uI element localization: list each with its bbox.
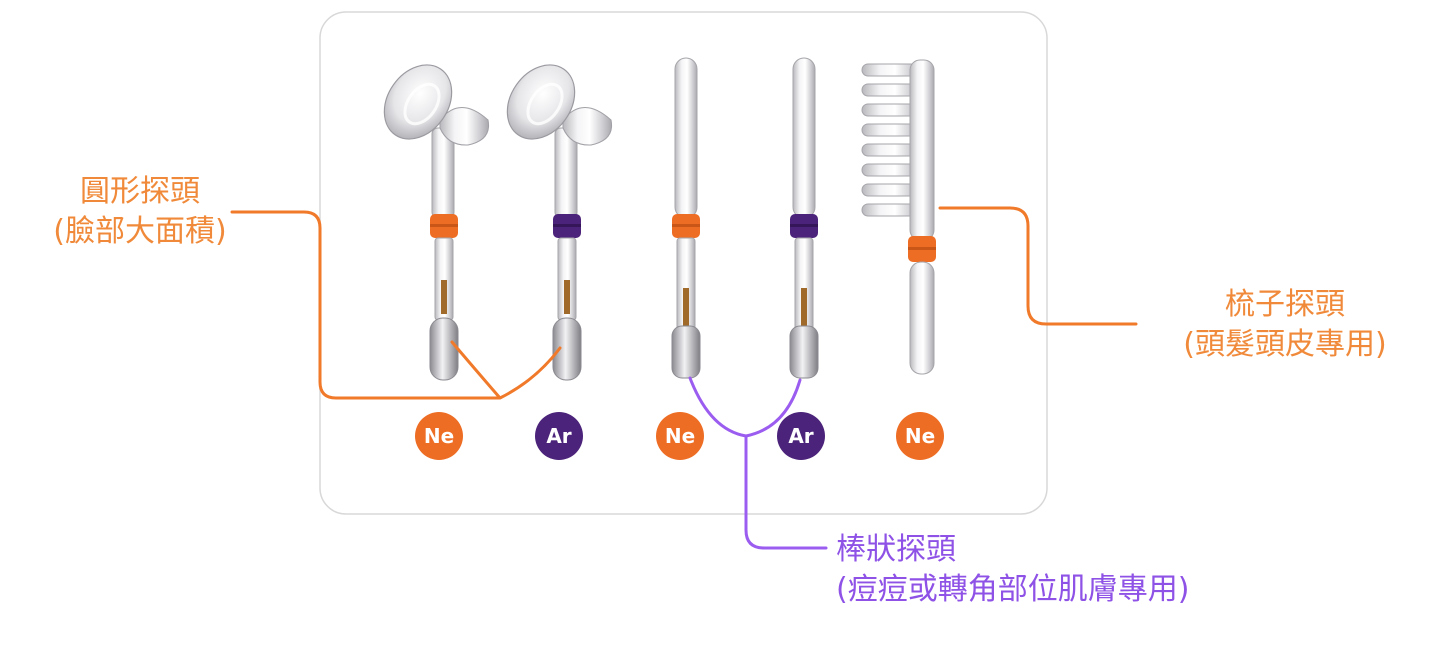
round-probe-label: 圓形探頭 (臉部大面積) [10,172,270,252]
round-probe-callout-line [230,210,562,400]
stick-probe-neon [671,57,701,379]
comb-probe-label: 梳子探頭 (頭髮頭皮專用) [1140,285,1430,365]
round-probe-argon [506,64,613,381]
stick-probe-label: 棒狀探頭 (痘痘或轉角部位肌膚專用) [836,530,1316,610]
argon-ring [553,214,581,238]
argon-ring [790,214,818,238]
svg-text:Ne: Ne [665,424,695,448]
svg-text:Ar: Ar [546,424,571,448]
svg-text:Ar: Ar [788,424,813,448]
comb-probe-neon [861,59,936,375]
gas-badge-ar-2: Ar [777,412,825,460]
svg-text:Ne: Ne [424,424,454,448]
neon-ring [430,214,458,238]
stick-probe-title: 棒狀探頭 [836,532,956,567]
comb-probe-subtitle: (頭髮頭皮專用) [1183,327,1387,362]
stick-probe-callout-line [688,376,828,550]
comb-probe-title: 梳子探頭 [1225,287,1345,322]
svg-text:Ne: Ne [905,424,935,448]
gas-badge-ne-2: Ne [656,412,704,460]
neon-ring [908,236,936,262]
comb-probe-callout-line [938,206,1138,326]
round-probe-subtitle: (臉部大面積) [53,214,227,249]
neon-ring [672,214,700,238]
stick-probe-subtitle: (痘痘或轉角部位肌膚專用) [836,572,1190,607]
stick-probe-argon [789,57,819,379]
gas-badge-ar-1: Ar [535,412,583,460]
round-probe-title: 圓形探頭 [80,174,200,209]
gas-badge-ne-1: Ne [415,412,463,460]
round-probe-neon [383,64,490,381]
gas-badge-ne-3: Ne [896,412,944,460]
